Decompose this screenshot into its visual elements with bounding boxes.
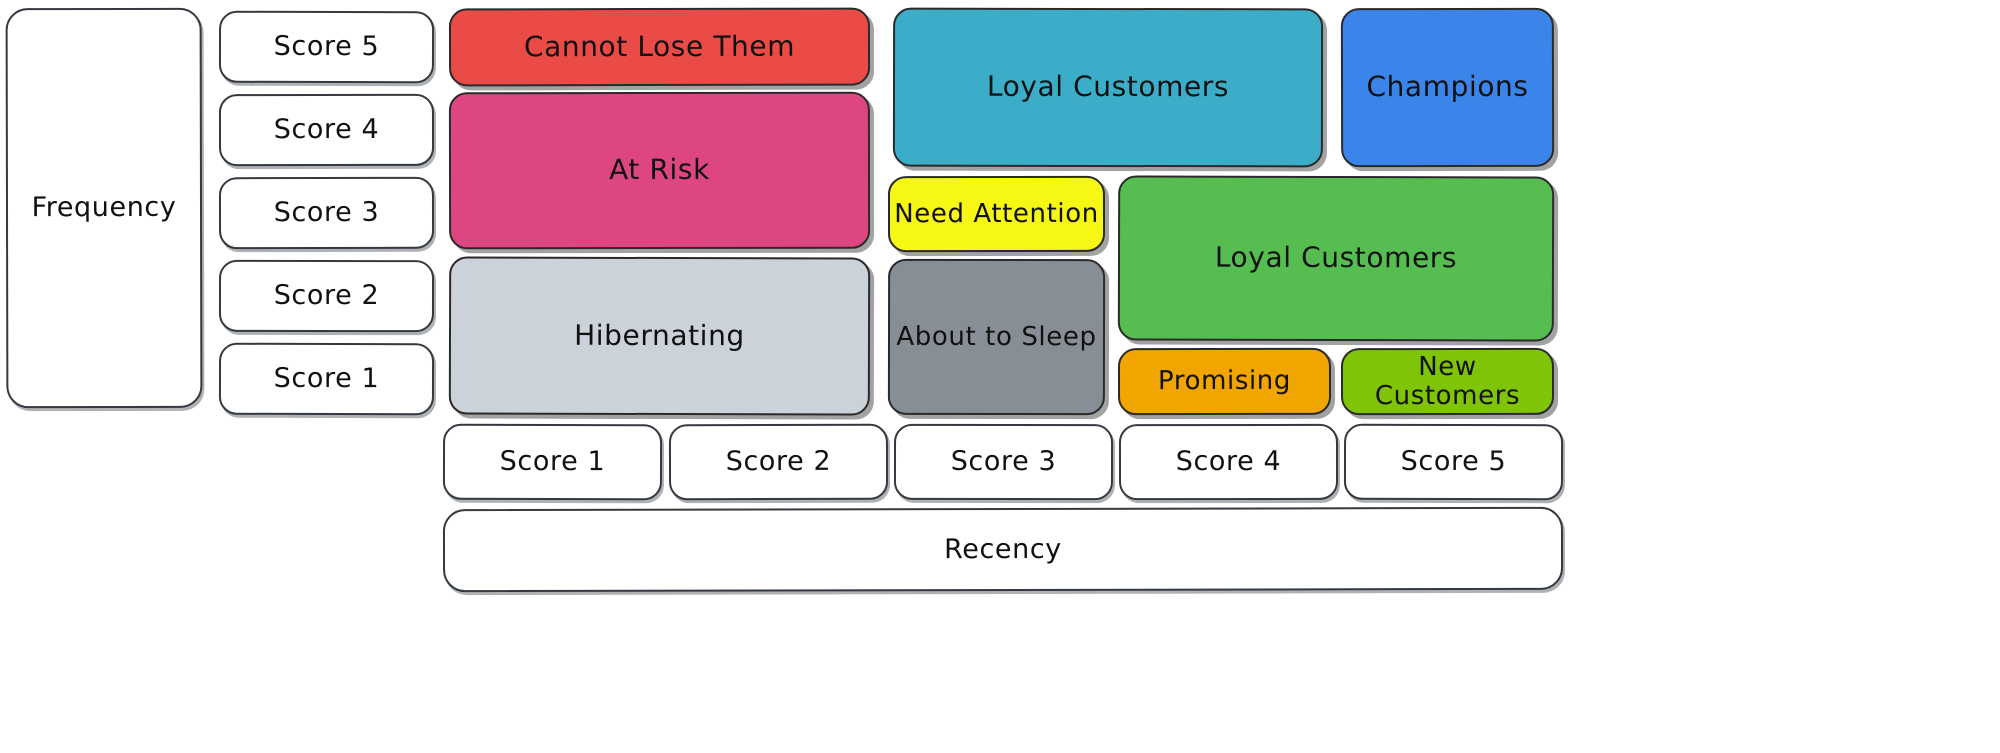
segment-cannot-lose-them-label: Cannot Lose Them — [523, 29, 796, 63]
frequency-score-1-label: Score 1 — [273, 363, 380, 395]
recency-score-2-label: Score 2 — [725, 446, 832, 478]
frequency-score-4-label: Score 4 — [273, 114, 380, 146]
frequency-score-5[interactable]: Score 5 — [218, 10, 435, 84]
recency-axis-text: Recency — [944, 533, 1062, 565]
recency-score-3-label: Score 3 — [950, 446, 1057, 478]
frequency-score-1[interactable]: Score 1 — [218, 342, 435, 416]
recency-score-2[interactable]: Score 2 — [668, 423, 889, 501]
frequency-score-3[interactable]: Score 3 — [218, 176, 435, 250]
segment-need-attention[interactable]: Need Attention — [887, 175, 1106, 253]
segment-hibernating-label: Hibernating — [574, 318, 745, 352]
segment-loyal-customers-teal[interactable]: Loyal Customers — [892, 7, 1324, 168]
segment-champions[interactable]: Champions — [1340, 7, 1555, 168]
segment-need-attention-label: Need Attention — [894, 198, 1099, 229]
recency-score-3[interactable]: Score 3 — [893, 423, 1114, 501]
recency-score-4-label: Score 4 — [1175, 446, 1282, 478]
segment-at-risk-label: At Risk — [609, 153, 710, 187]
recency-score-5[interactable]: Score 5 — [1343, 423, 1564, 501]
segment-promising[interactable]: Promising — [1117, 347, 1332, 416]
recency-score-5-label: Score 5 — [1400, 446, 1507, 478]
frequency-axis-label: Frequency — [5, 7, 203, 409]
frequency-score-4[interactable]: Score 4 — [218, 93, 435, 167]
frequency-axis-text: Frequency — [31, 192, 177, 224]
segment-loyal-customers-green-label: Loyal Customers — [1214, 240, 1458, 275]
recency-score-1-label: Score 1 — [499, 446, 606, 478]
segment-hibernating[interactable]: Hibernating — [448, 256, 871, 416]
segment-cannot-lose-them[interactable]: Cannot Lose Them — [448, 7, 871, 87]
segment-at-risk[interactable]: At Risk — [448, 91, 871, 250]
recency-axis-label: Recency — [442, 506, 1564, 593]
segment-loyal-customers-teal-label: Loyal Customers — [986, 69, 1230, 104]
segment-new-customers[interactable]: New Customers — [1340, 347, 1555, 416]
frequency-score-2[interactable]: Score 2 — [218, 259, 435, 333]
frequency-score-3-label: Score 3 — [273, 197, 380, 229]
segment-loyal-customers-green[interactable]: Loyal Customers — [1117, 175, 1555, 342]
recency-score-1[interactable]: Score 1 — [442, 423, 663, 501]
recency-score-4[interactable]: Score 4 — [1118, 423, 1339, 501]
segment-new-customers-label: New Customers — [1374, 351, 1521, 411]
segment-about-to-sleep-label: About to Sleep — [896, 321, 1097, 352]
frequency-score-5-label: Score 5 — [273, 31, 380, 63]
segment-about-to-sleep[interactable]: About to Sleep — [887, 258, 1106, 416]
segment-promising-label: Promising — [1157, 366, 1291, 397]
segment-champions-label: Champions — [1366, 69, 1529, 104]
frequency-score-2-label: Score 2 — [273, 280, 380, 312]
